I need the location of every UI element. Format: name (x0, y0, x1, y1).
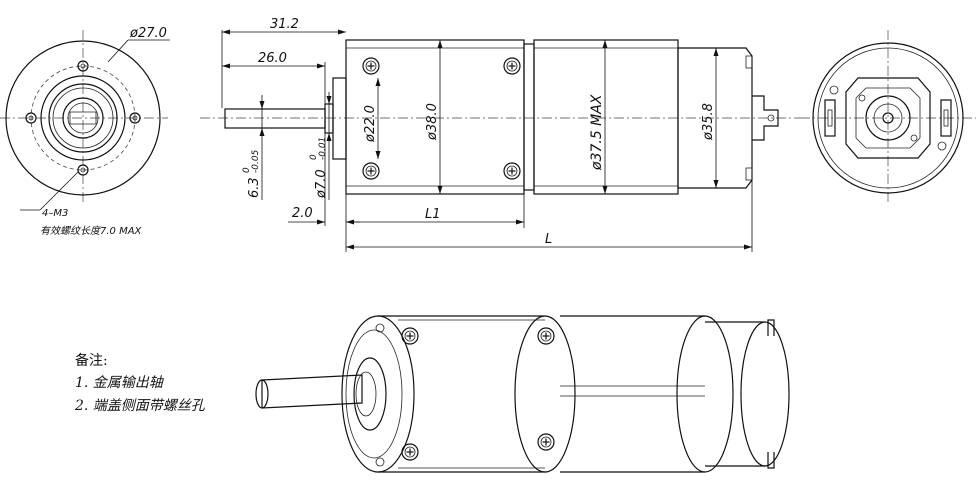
pilot-dia: ø22.0 (363, 105, 378, 143)
gearbox-dia: ø38.0 (425, 103, 440, 141)
output-shaft (224, 108, 326, 129)
mount-hole (77, 60, 89, 72)
screw-icon (503, 57, 521, 75)
mount-hole (129, 112, 141, 124)
mount-hole (25, 112, 37, 124)
note-item-1: 1. 金属输出轴 (75, 375, 163, 391)
front-diameter-label: ø27.0 (129, 26, 167, 41)
screw-icon (537, 327, 555, 345)
screw-icon (537, 433, 555, 451)
dim-L: L (545, 232, 552, 247)
front-view: ø27.0 4–M3 有效螺纹长度7.0 MAX (0, 26, 170, 237)
thread-note: 有效螺纹长度7.0 MAX (40, 225, 143, 237)
shaft-dia: 6.3 (247, 177, 262, 198)
side-view: 31.2 26.0 2.0 L1 L 6.3 0 -0.05 ø7.0 (200, 17, 800, 252)
rear-view (800, 30, 976, 205)
motor-body (533, 39, 679, 195)
screw-icon (401, 443, 419, 461)
dim-2-0: 2.0 (292, 206, 313, 221)
screw-icon (401, 327, 419, 345)
shaft-tol: -0.05 (251, 149, 261, 173)
boss-tol-top: 0 (309, 154, 319, 160)
dim-L1: L1 (425, 207, 441, 222)
shaft-tol-top: 0 (242, 167, 252, 173)
endcap-dia: ø35.8 (701, 103, 716, 141)
dim-26-0: 26.0 (258, 51, 287, 66)
boss-dia: ø7.0 (314, 169, 329, 199)
note-item-2: 2. 端盖侧面带螺丝孔 (75, 398, 205, 414)
screw-icon (503, 162, 521, 180)
motor-dia: ø37.5 MAX (589, 94, 605, 171)
iso-view (255, 315, 790, 473)
iso-shaft (261, 374, 363, 409)
holes-label: 4–M3 (42, 208, 68, 219)
screw-icon (362, 162, 380, 180)
pilot (332, 77, 347, 160)
boss-tol: -0.01 (318, 137, 328, 160)
mount-hole (77, 164, 89, 176)
terminal (752, 95, 779, 141)
notes-title: 备注: (75, 353, 108, 369)
dim-31-2: 31.2 (270, 17, 299, 32)
screw-icon (362, 57, 380, 75)
